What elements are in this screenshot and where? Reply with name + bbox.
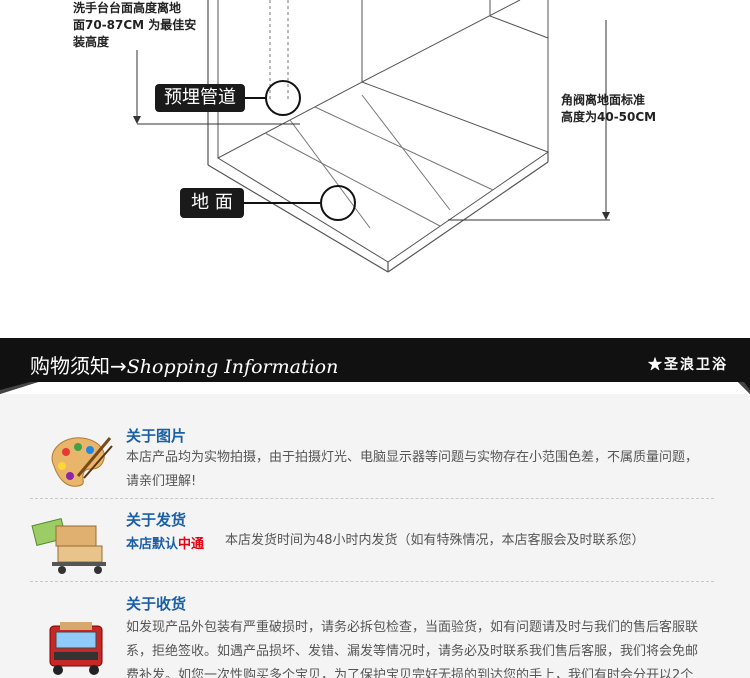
section-divider [30,581,714,582]
installation-diagram: 洗手台台面高度离地 面70-87CM 为最佳安 装高度 角阀离地面标准 高度为4… [0,0,750,300]
about-shipping-heading: 关于发货 [126,511,187,529]
floor-label: 地 面 [180,188,244,218]
about-receiving-text: 如发现产品外包装有严重破损时，请务必拆包检查，当面验货，如有问题请及时与我们的售… [126,620,699,678]
valve-height-note: 角阀离地面标准 高度为40-50CM [561,93,657,124]
delivery-truck-icon [49,622,103,675]
about-receiving-heading: 关于收货 [126,595,187,613]
shopping-info-banner [0,338,750,394]
cart-boxes-icon [31,518,106,574]
palette-icon [51,437,113,487]
about-photos-heading: 关于图片 [126,427,187,445]
default-courier: 本店默认中通 [126,537,205,552]
basin-height-note: 洗手台台面高度离地 面70-87CM 为最佳安 装高度 [73,1,197,49]
room-corner-drawing [133,0,610,273]
about-photos-text: 本店产品均为实物拍摄，由于拍摄灯光、电脑显示器等问题与实物存在小范围色差，不属质… [126,450,699,489]
section-divider [30,498,714,499]
pipe-label: 预埋管道 [155,84,245,112]
banner-title: 购物须知→Shopping Information [30,354,339,378]
shopping-info-panel: 关于图片 本店产品均为实物拍摄，由于拍摄灯光、电脑显示器等问题与实物存在小范围色… [0,394,750,678]
about-shipping-text: 本店发货时间为48小时内发货（如有特殊情况，本店客服会及时联系您） [225,533,645,548]
brand-logo: ★圣浪卫浴 [648,357,728,373]
